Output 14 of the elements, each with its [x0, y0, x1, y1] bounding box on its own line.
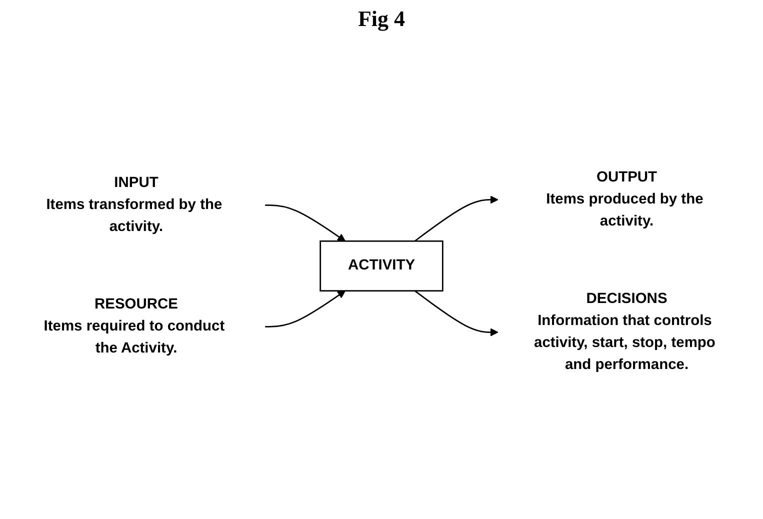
node-text: INPUT — [114, 174, 158, 190]
arrow — [414, 196, 498, 242]
node-text: RESOURCE — [94, 296, 178, 312]
node-box: ACTIVITY — [320, 240, 444, 292]
node-label: Information that controls activity, start, stop, tempo and performance. — [534, 312, 716, 373]
arrow — [265, 290, 346, 328]
node-text: DECISIONS — [586, 290, 668, 306]
figure-title: Fig 4 — [356, 6, 406, 32]
node-text: OUTPUT — [596, 169, 658, 185]
node-label: Items transformed by the activity. — [46, 196, 222, 235]
arrow — [265, 204, 346, 242]
node-label: Items produced by the activity. — [546, 191, 704, 230]
node-label: Items required to conduct the Activity. — [44, 318, 225, 356]
arrow — [414, 290, 498, 336]
